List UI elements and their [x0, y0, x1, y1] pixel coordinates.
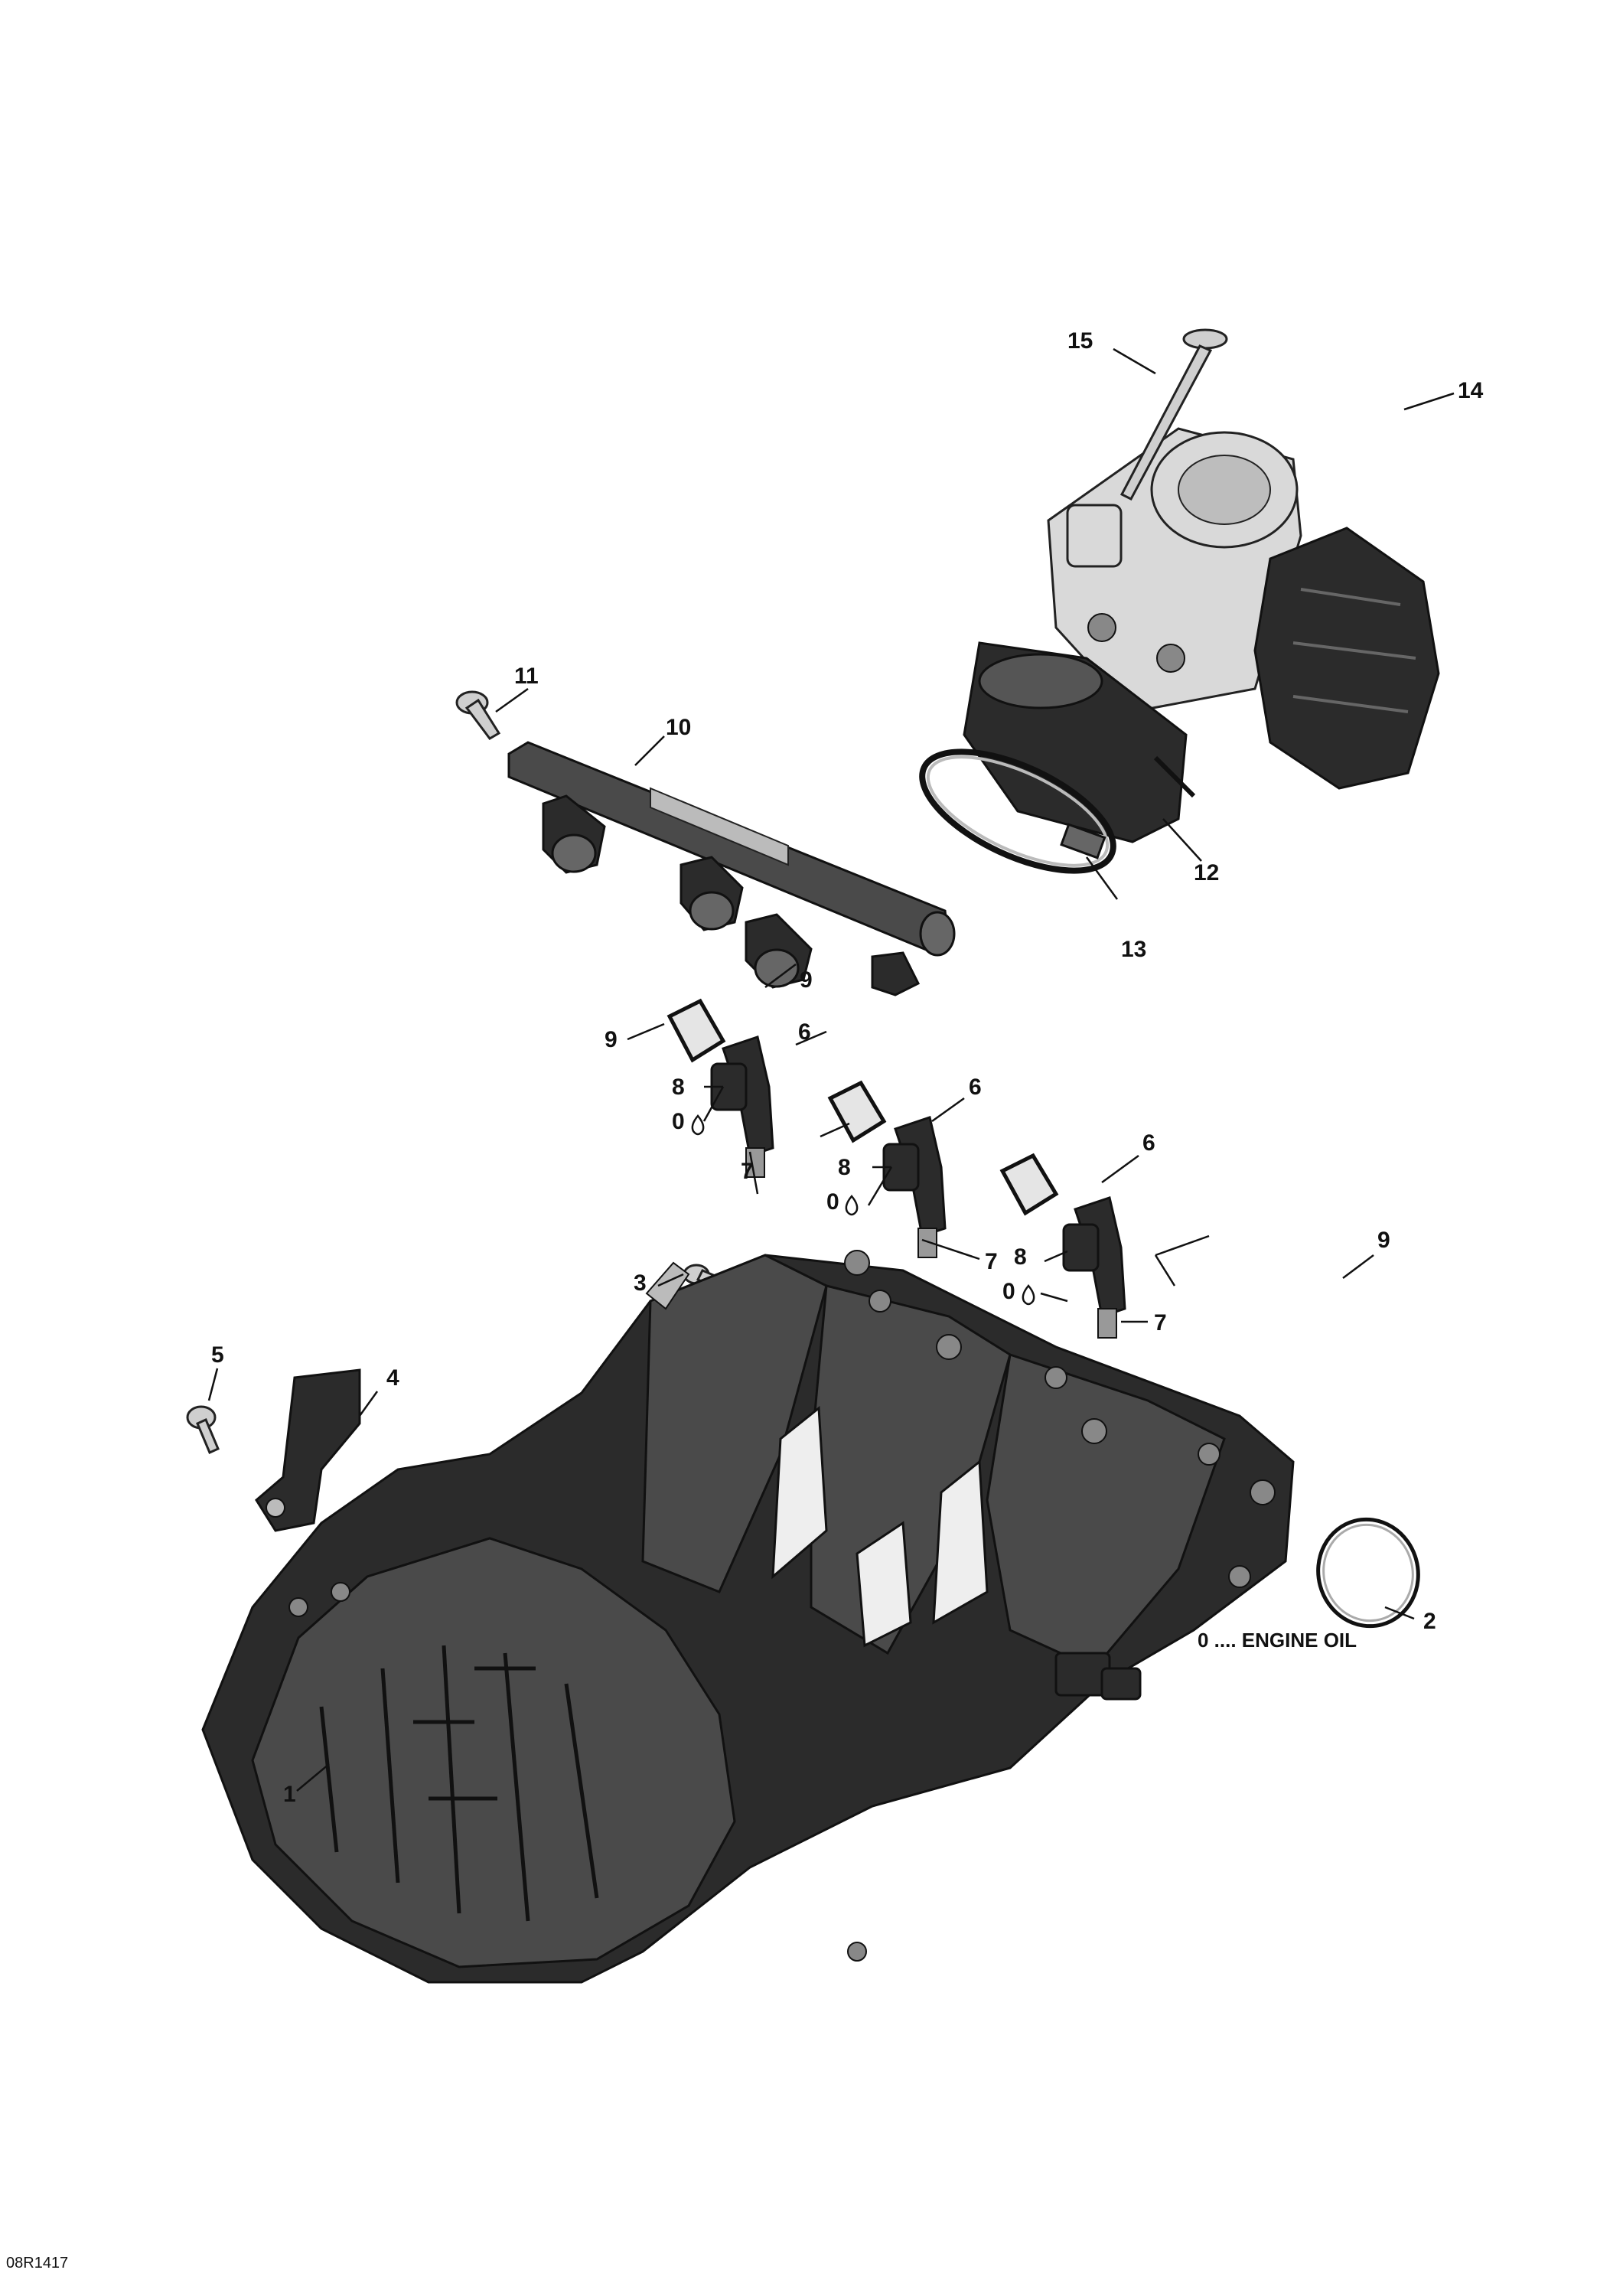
callout-5: 5	[211, 1342, 224, 1368]
throttle-body	[1047, 427, 1302, 713]
callout-4: 4	[386, 1365, 399, 1391]
callout-10: 10	[666, 715, 691, 740]
leader-lines	[207, 347, 1455, 1792]
callout-8: 8	[672, 1075, 685, 1100]
oil-symbol-0: 0	[672, 1109, 685, 1134]
callout-7: 7	[741, 1159, 754, 1184]
callout-6: 6	[1142, 1130, 1155, 1156]
callout-8: 8	[838, 1155, 851, 1180]
callout-6: 6	[969, 1075, 982, 1100]
callout-9: 9	[1377, 1228, 1390, 1253]
callout-9: 9	[800, 967, 813, 993]
callout-1: 1	[283, 1782, 296, 1807]
callout-2: 2	[1423, 1609, 1436, 1634]
callout-12: 12	[1194, 860, 1219, 885]
gasket-ring	[1316, 1517, 1420, 1629]
fuel-injector	[1062, 1196, 1126, 1339]
callout-11: 11	[514, 664, 539, 689]
fuel-rail	[507, 741, 956, 996]
throttle-actuator-motor	[1253, 527, 1440, 790]
callout-3: 3	[634, 1270, 647, 1296]
pressure-sensor	[255, 1368, 361, 1532]
intake-manifold	[201, 1250, 1295, 1984]
reference-code: 08R1417	[6, 2255, 69, 2272]
oil-drop-icon	[691, 1114, 1035, 1306]
callout-7: 7	[1154, 1310, 1167, 1336]
fuel-rail-screw	[455, 690, 501, 740]
throttle-body-adaptor	[963, 641, 1196, 843]
hose-clamp	[919, 748, 1116, 874]
callout-9: 9	[605, 1027, 618, 1052]
fuel-injector	[710, 1035, 774, 1178]
oil-symbol-0: 0	[1002, 1279, 1015, 1304]
fuel-injector	[882, 1116, 947, 1258]
legend-engine-oil: 0 .... ENGINE OIL	[1198, 1629, 1357, 1652]
callout-13: 13	[1121, 937, 1146, 962]
throttle-body-bolt	[1119, 328, 1228, 501]
callout-14: 14	[1458, 378, 1484, 403]
callout-15: 15	[1067, 328, 1093, 354]
callout-7: 7	[985, 1249, 998, 1274]
sensor-screw	[186, 1405, 220, 1455]
callout-8: 8	[1014, 1244, 1027, 1270]
oil-symbol-0: 0	[826, 1189, 839, 1215]
callout-6: 6	[798, 1019, 811, 1045]
injector-clip	[666, 998, 1059, 1216]
callout-labels: 1 2 3 4 5 6 6 6 7 7 7 8 8 8 9 9 9 10 11 …	[211, 328, 1484, 1807]
